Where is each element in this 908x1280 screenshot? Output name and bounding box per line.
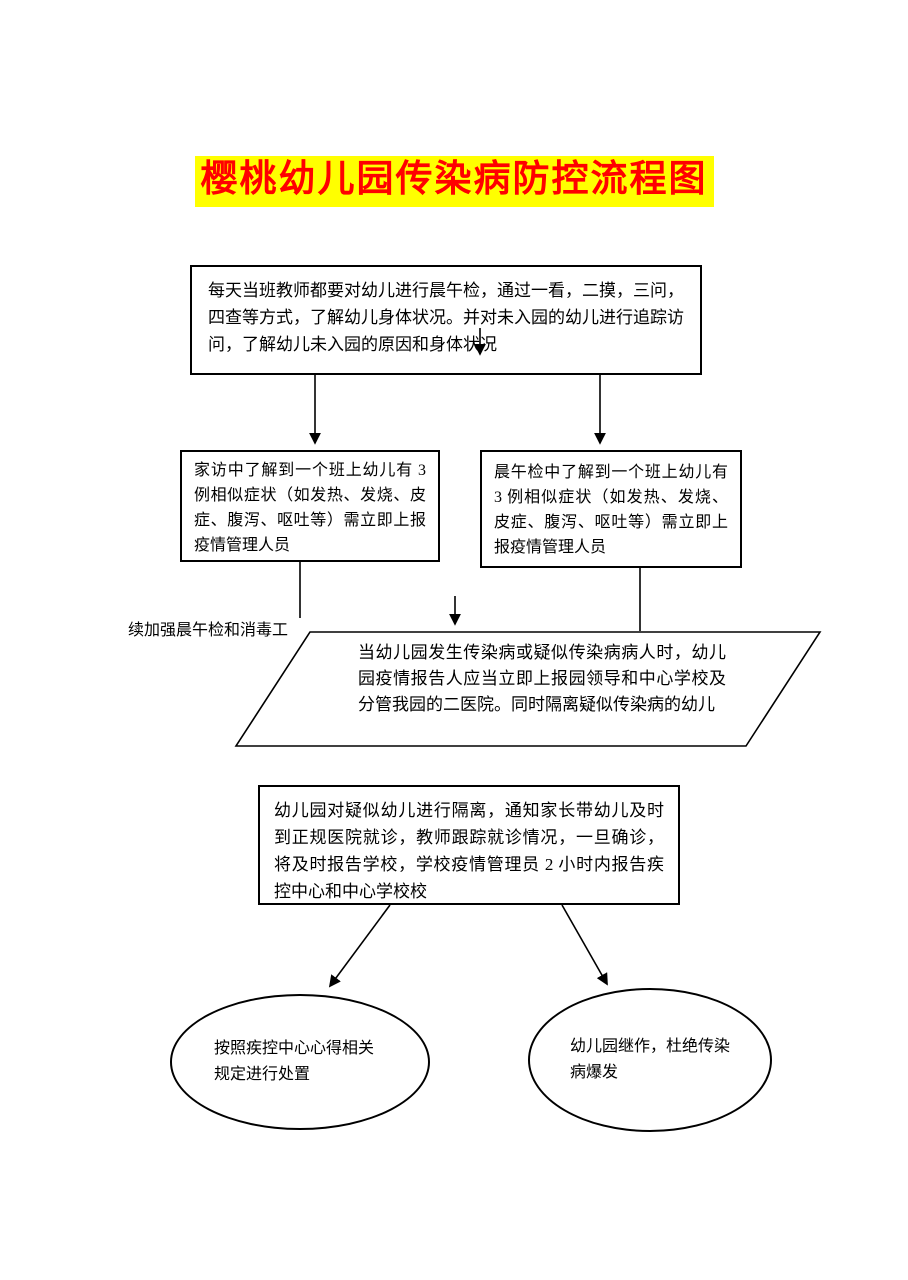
node-daily-morning-check: 每天当班教师都要对幼儿进行晨午检，通过一看，二摸，三问，四查等方式，了解幼儿身体… [190,265,702,375]
node-home-visit-report: 家访中了解到一个班上幼儿有 3 例相似症状（如发热、发烧、皮症、腹泻、呕吐等）需… [180,450,440,562]
node-isolation-procedure: 幼儿园对疑似幼儿进行隔离，通知家长带幼儿及时到正规医院就诊，教师跟踪就诊情况，一… [258,785,680,905]
node-isolation-procedure-label: 幼儿园对疑似幼儿进行隔离，通知家长带幼儿及时到正规医院就诊，教师跟踪就诊情况，一… [274,801,664,901]
arrow-isolate-to-prevent [561,904,608,986]
page-title: 樱桃幼儿园传染病防控流程图 [0,156,908,207]
node-prevent-outbreak: 幼儿园继作，杜绝传染病爆发 [528,988,772,1132]
node-cdc-disposal: 按照疾控中心心得相关规定进行处置 [170,994,430,1130]
node-daily-morning-check-label: 每天当班教师都要对幼儿进行晨午检，通过一看，二摸，三问，四查等方式，了解幼儿身体… [208,281,684,354]
node-cdc-disposal-label: 按照疾控中心心得相关规定进行处置 [214,1040,375,1083]
node-morning-check-report: 晨午检中了解到一个班上幼儿有 3 例相似症状（如发热、发烧、皮症、腹泻、呕吐等）… [480,450,742,568]
node-morning-check-report-label: 晨午检中了解到一个班上幼儿有 3 例相似症状（如发热、发烧、皮症、腹泻、呕吐等）… [494,464,728,556]
node-prevent-outbreak-label: 幼儿园继作，杜绝传染病爆发 [570,1038,731,1081]
arrow-isolate-to-dispose [328,904,391,988]
node-home-visit-report-label: 家访中了解到一个班上幼儿有 3 例相似症状（如发热、发烧、皮症、腹泻、呕吐等）需… [194,462,426,554]
node-epidemic-report-label: 当幼儿园发生传染病或疑似传染病病人时，幼儿园疫情报告人应当立即上报园领导和中心学… [358,643,726,714]
page-title-text: 樱桃幼儿园传染病防控流程图 [194,156,714,207]
note-strengthen-disinfection: 续加强晨午检和消毒工 [128,622,289,639]
